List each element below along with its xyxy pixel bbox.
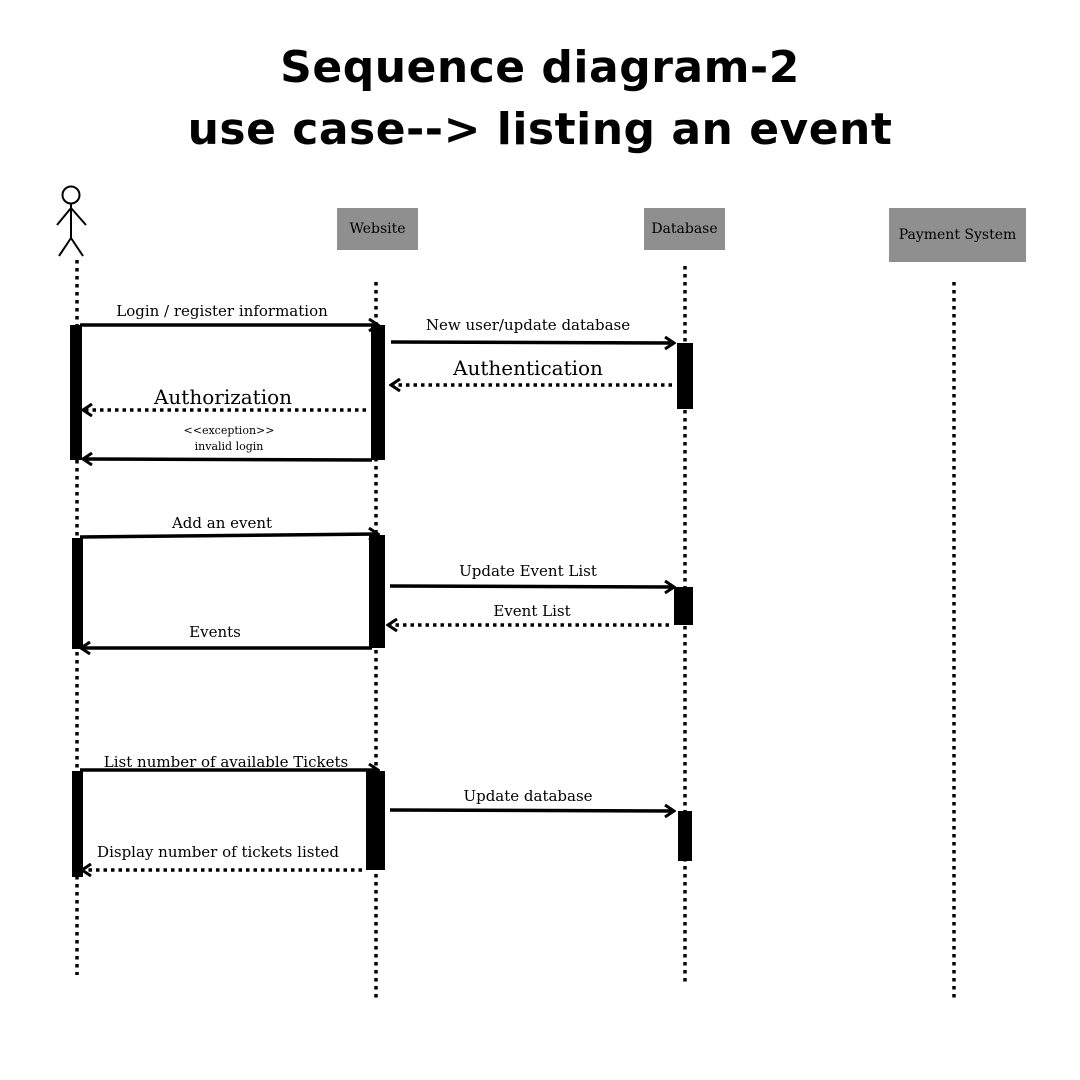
actor-icon — [56, 185, 87, 257]
activation-bar — [72, 771, 83, 877]
add-event-label: Add an event — [171, 514, 273, 532]
activation-bar — [369, 535, 385, 648]
diagram-title: Sequence diagram-2 — [280, 42, 800, 93]
events-label: Events — [189, 623, 241, 641]
exception-text: invalid login — [194, 440, 264, 453]
website-lifeline-box: Website — [337, 208, 418, 250]
authorization-label: Authorization — [153, 385, 293, 409]
database-label: Database — [651, 221, 718, 237]
new-user-arrow — [390, 342, 674, 343]
activation-bar — [371, 325, 385, 460]
invalid-login-arrow — [83, 459, 373, 460]
payment-system-lifeline-box: Payment System — [889, 208, 1026, 262]
update-database-arrow — [389, 810, 674, 811]
update-event-list-label: Update Event List — [459, 562, 597, 580]
website-label: Website — [349, 221, 406, 237]
activation-bar — [70, 325, 82, 460]
activation-bar — [674, 587, 693, 625]
exception-stereotype: <<exception>> — [183, 424, 275, 437]
display-tickets-label: Display number of tickets listed — [97, 843, 339, 861]
login-label: Login / register information — [116, 302, 328, 320]
activation-bar — [72, 538, 83, 649]
activation-bar — [678, 811, 692, 861]
payment-system-label: Payment System — [898, 227, 1017, 243]
update-database-label: Update database — [463, 787, 593, 805]
event-list-label: Event List — [493, 602, 571, 620]
update-event-list-arrow — [389, 586, 674, 587]
new-user-label: New user/update database — [425, 316, 631, 334]
list-tickets-label: List number of available Tickets — [103, 753, 349, 771]
activation-bar — [677, 343, 693, 409]
diagram-subtitle: use case--> listing an event — [187, 104, 893, 155]
activation-bar — [366, 771, 385, 870]
database-lifeline-box: Database — [644, 208, 725, 250]
add-event-arrow — [79, 534, 378, 537]
authentication-label: Authentication — [453, 356, 603, 380]
exception-label: <<exception>> invalid login — [184, 423, 275, 455]
